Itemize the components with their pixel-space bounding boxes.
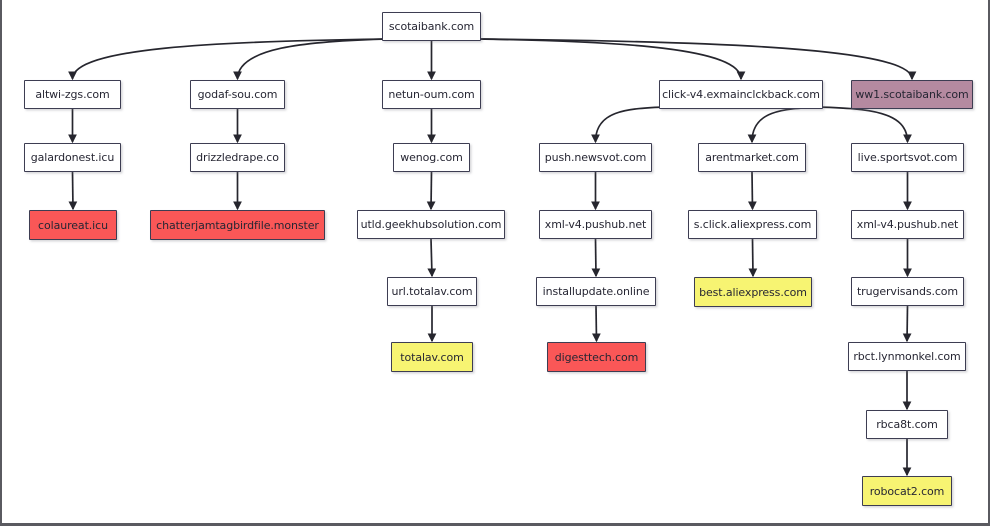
- node-xml-v4-pushub-net[interactable]: xml-v4.pushub.net: [851, 210, 964, 239]
- node-galardonest-icu[interactable]: galardonest.icu: [24, 143, 121, 172]
- node-label: best.aliexpress.com: [699, 285, 807, 299]
- node-colaureat-icu[interactable]: colaureat.icu: [29, 210, 117, 240]
- node-s-click-aliexpress-com[interactable]: s.click.aliexpress.com: [688, 210, 817, 239]
- edge-n21-to-n24: [902, 305, 912, 343]
- edge-n16-to-n20: [748, 238, 758, 278]
- node-label: click-v4.exmainclckback.com: [662, 88, 820, 101]
- node-best-aliexpress-com[interactable]: best.aliexpress.com: [694, 277, 812, 307]
- node-label: chatterjamtagbirdfile.monster: [156, 218, 319, 232]
- node-label: digesttech.com: [554, 350, 639, 364]
- node-label: drizzledrape.co: [196, 151, 279, 164]
- node-label: trugervisands.com: [856, 285, 959, 298]
- node-installupdate-online[interactable]: installupdate.online: [536, 277, 656, 306]
- node-label: netun-oum.com: [388, 88, 475, 101]
- edge-n15-to-n19: [591, 238, 601, 278]
- node-label: url.totalav.com: [391, 285, 473, 298]
- node-label: live.sportsvot.com: [857, 151, 958, 164]
- node-ww1-scotaibank-com[interactable]: ww1.scotaibank.com: [851, 80, 973, 109]
- node-utld-geekhubsolution-com[interactable]: utld.geekhubsolution.com: [357, 210, 505, 239]
- edge-n0-to-n2: [233, 38, 387, 81]
- edge-n4-to-n9: [591, 106, 664, 144]
- node-label: altwi-zgs.com: [35, 88, 110, 101]
- node-wenog-com[interactable]: wenog.com: [393, 143, 470, 172]
- node-label: totalav.com: [400, 350, 464, 364]
- edge-n0-to-n4: [476, 38, 746, 81]
- node-label: colaureat.icu: [38, 218, 108, 232]
- node-totalav-com[interactable]: totalav.com: [391, 342, 473, 372]
- node-label: rbct.lynmonkel.com: [853, 350, 961, 363]
- edge-n19-to-n23: [591, 305, 601, 343]
- node-netun-oum-com[interactable]: netun-oum.com: [382, 80, 481, 109]
- node-godaf-sou-com[interactable]: godaf-sou.com: [190, 80, 285, 109]
- node-label: push.newsvot.com: [544, 151, 647, 164]
- edge-n14-to-n18: [427, 238, 437, 278]
- edges: [68, 38, 917, 477]
- node-label: utld.geekhubsolution.com: [360, 218, 502, 231]
- node-digesttech-com[interactable]: digesttech.com: [547, 342, 646, 372]
- node-arentmarket-com[interactable]: arentmarket.com: [698, 143, 806, 172]
- node-label: scotaibank.com: [388, 20, 475, 33]
- edge-n6-to-n12: [68, 171, 78, 211]
- node-rbct-lynmonkel-com[interactable]: rbct.lynmonkel.com: [848, 342, 966, 371]
- node-label: rbca8t.com: [876, 418, 938, 431]
- node-url-totalav-com[interactable]: url.totalav.com: [387, 277, 477, 306]
- node-push-newsvot-com[interactable]: push.newsvot.com: [539, 143, 652, 172]
- node-live-sportsvot-com[interactable]: live.sportsvot.com: [851, 143, 964, 172]
- edge-n4-to-n11: [818, 106, 912, 144]
- node-label: godaf-sou.com: [197, 88, 278, 101]
- node-xml-v4-pushub-net[interactable]: xml-v4.pushub.net: [539, 210, 652, 239]
- edge-n8-to-n14: [426, 171, 436, 211]
- node-trugervisands-com[interactable]: trugervisands.com: [851, 277, 964, 306]
- node-rbca8t-com[interactable]: rbca8t.com: [866, 410, 948, 439]
- node-label: galardonest.icu: [30, 151, 115, 164]
- node-scotaibank-com[interactable]: scotaibank.com: [382, 12, 481, 41]
- node-label: xml-v4.pushub.net: [544, 218, 647, 231]
- edge-n4-to-n10: [747, 106, 820, 144]
- edge-n0-to-n5: [476, 38, 917, 81]
- node-label: xml-v4.pushub.net: [856, 218, 959, 231]
- node-chatterjamtagbirdfile-monster[interactable]: chatterjamtagbirdfile.monster: [150, 210, 325, 240]
- node-label: robocat2.com: [869, 484, 945, 498]
- node-label: wenog.com: [400, 151, 463, 164]
- edge-n10-to-n16: [747, 171, 757, 211]
- node-click-v4-exmainclckback-com[interactable]: click-v4.exmainclckback.com: [659, 80, 823, 109]
- node-label: arentmarket.com: [705, 151, 799, 164]
- node-label: s.click.aliexpress.com: [693, 218, 812, 231]
- edge-n0-to-n1: [68, 38, 387, 81]
- node-label: installupdate.online: [542, 285, 650, 298]
- node-drizzledrape-co[interactable]: drizzledrape.co: [190, 143, 285, 172]
- node-robocat2-com[interactable]: robocat2.com: [862, 476, 952, 506]
- node-altwi-zgs-com[interactable]: altwi-zgs.com: [24, 80, 121, 109]
- node-label: ww1.scotaibank.com: [855, 88, 969, 101]
